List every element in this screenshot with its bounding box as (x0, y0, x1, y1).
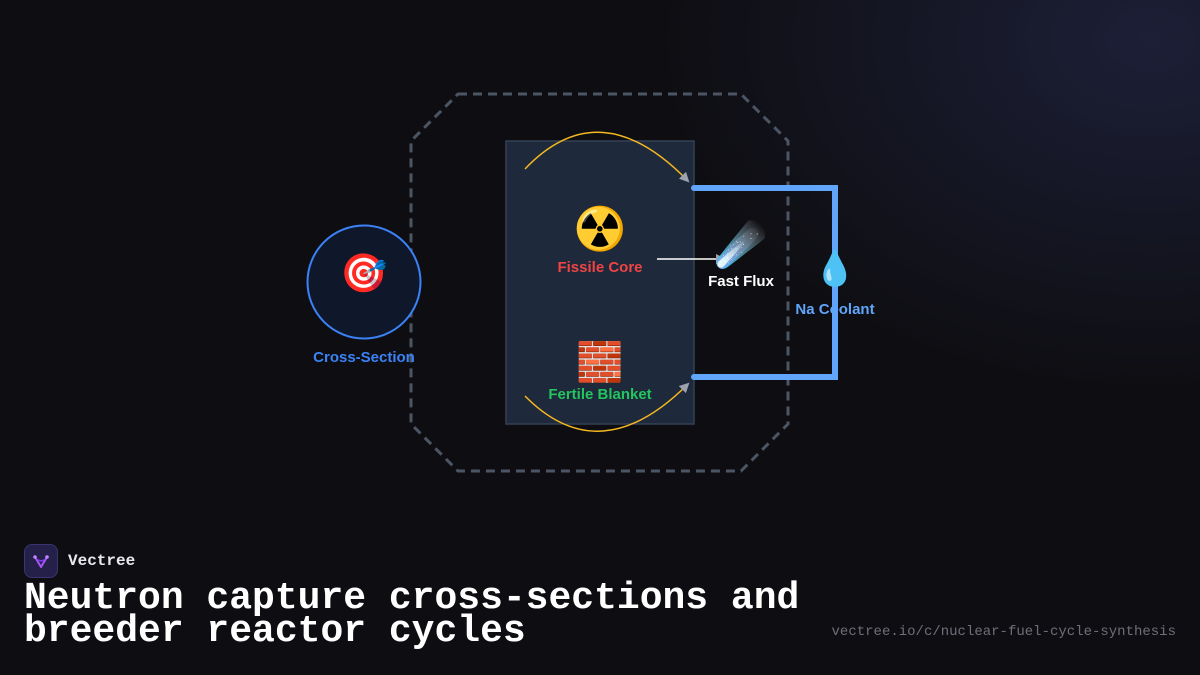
reactor-block (505, 140, 695, 425)
fissile-core-label: Fissile Core (557, 259, 643, 276)
breeding-arc-top (524, 131, 690, 183)
brand-name: Vectree (68, 552, 136, 570)
target-icon: 🎯 (340, 251, 388, 295)
cross-section-label: Cross-Section (313, 349, 415, 366)
radioactive-icon: ☢️ (573, 204, 627, 253)
page-title: Neutron capture cross-sections and breed… (24, 577, 800, 653)
containment-boundary (409, 92, 790, 473)
breeding-arc-bottom (524, 382, 690, 432)
vectree-logo-icon (24, 544, 58, 578)
droplet-icon: 💧 (813, 249, 857, 289)
coolant-loop (691, 185, 838, 380)
comet-icon: ☄️ (714, 220, 768, 269)
source-url[interactable]: vectree.io/c/nuclear-fuel-cycle-synthesi… (831, 624, 1176, 640)
na-coolant-label: Na Coolant (795, 301, 875, 318)
fertile-blanket-label: Fertile Blanket (548, 386, 652, 403)
brick-icon: 🧱 (576, 340, 624, 384)
fast-flux-label: Fast Flux (708, 273, 774, 290)
brand: Vectree (24, 544, 135, 578)
cross-section-circle (306, 224, 422, 340)
